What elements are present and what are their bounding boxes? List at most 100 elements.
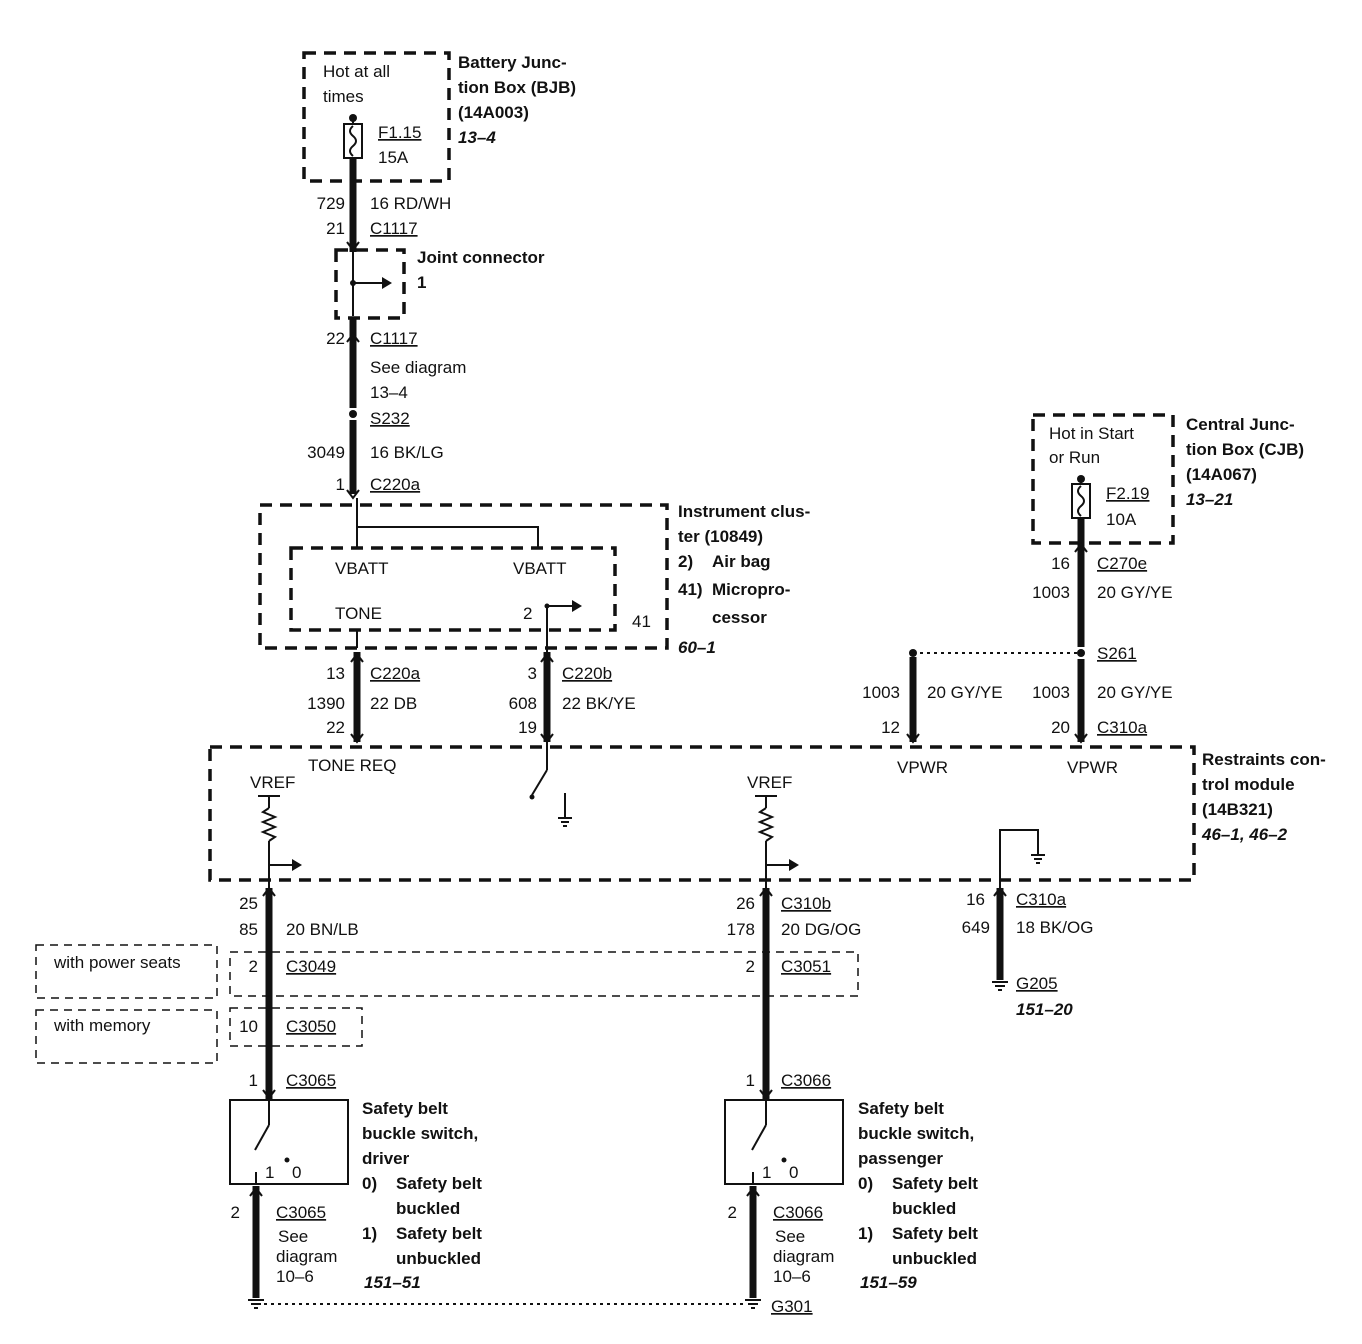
wd-circuit: 85 (239, 920, 258, 939)
cjb-fuse: F2.19 (1106, 484, 1149, 503)
ic-title1: Instrument clus- (678, 502, 810, 521)
rcm-title1: Restraints con- (1202, 750, 1326, 769)
w220b-spec: 22 BK/YE (562, 694, 636, 713)
wp-pin-a: 2 (746, 957, 755, 976)
wt-pin: 13 (326, 664, 345, 683)
power-seats-connector-box (229, 951, 859, 997)
bjb-line2: times (323, 87, 364, 106)
ic-l41b: cessor (712, 608, 767, 627)
wp-conn-c: C3066 (781, 1071, 831, 1090)
ic-l41a: Micropro- (712, 580, 790, 599)
wj-circuit: 3049 (307, 443, 345, 462)
rcm-title3: (14B321) (1202, 800, 1273, 819)
microprocessor-box (289, 546, 617, 632)
wj-pin2: 1 (336, 475, 345, 494)
w729-pin: 21 (326, 219, 345, 238)
wj-conn: C1117 (370, 329, 418, 348)
swp-gnd: G301 (771, 1297, 813, 1316)
bjb-title2: tion Box (BJB) (458, 78, 576, 97)
wp-pin-c: 1 (746, 1071, 755, 1090)
ic-ref: 60–1 (678, 638, 716, 657)
cjb-title3: (14A067) (1186, 465, 1257, 484)
opt-memory: with memory (53, 1016, 151, 1035)
swp-s1b: unbuckled (892, 1249, 977, 1268)
ic-l41n: 41) (678, 580, 703, 599)
swp-t1: Safety belt (858, 1099, 944, 1118)
swd-s1a: Safety belt (396, 1224, 482, 1243)
passenger-switch-contact (751, 1124, 767, 1151)
ic-num41: 41 (632, 612, 651, 631)
cjb-title1: Central Junc- (1186, 415, 1295, 434)
option-power-seats-box (35, 944, 218, 999)
swd-see3: 10–6 (276, 1267, 314, 1286)
w729-spec: 16 RD/WH (370, 194, 451, 213)
cjb-title2: tion Box (CJB) (1186, 440, 1304, 459)
swp-see1: See (775, 1227, 805, 1246)
wcjb-spec: 20 GY/YE (1097, 583, 1173, 602)
ic-vbatt2: VBATT (513, 559, 567, 578)
swp-s1a: Safety belt (892, 1224, 978, 1243)
wg-gnd: G205 (1016, 974, 1058, 993)
bjb-amp: 15A (378, 148, 409, 167)
wg-pin: 16 (966, 890, 985, 909)
wd-conn-c: C3065 (286, 1071, 336, 1090)
wj-pin: 22 (326, 329, 345, 348)
bjb-fuse: F1.15 (378, 123, 421, 142)
wd-conn-b: C3050 (286, 1017, 336, 1036)
swd-conn: C3065 (276, 1203, 326, 1222)
wd-pin-a: 2 (249, 957, 258, 976)
bjb-title3: (14A003) (458, 103, 529, 122)
swp-s1n: 1) (858, 1224, 873, 1243)
wj-see2: 13–4 (370, 383, 408, 402)
joint-num: 1 (417, 273, 426, 292)
passenger-switch-box (724, 1099, 844, 1185)
cjb-amp: 10A (1106, 510, 1137, 529)
w729-circuit: 729 (317, 194, 345, 213)
resistor-1-icon (260, 807, 278, 842)
wg-ref: 151–20 (1016, 1000, 1073, 1019)
wv1-circuit: 1003 (862, 683, 900, 702)
wt-circuit: 1390 (307, 694, 345, 713)
bjb-ref: 13–4 (458, 128, 496, 147)
wg-circuit: 649 (962, 918, 990, 937)
swd-ref: 151–51 (364, 1273, 421, 1292)
ic-l2n: 2) (678, 552, 693, 571)
wj-spec: 16 BK/LG (370, 443, 444, 462)
rcm-ground2-icon (1031, 854, 1045, 864)
wcjb-conn: C270e (1097, 554, 1147, 573)
wcjb-pin: 16 (1051, 554, 1070, 573)
swp-pos0: 0 (789, 1163, 798, 1182)
fuse-f115-icon (343, 123, 363, 159)
joint-title: Joint connector (417, 248, 545, 267)
wcjb-circuit: 1003 (1032, 583, 1070, 602)
driver-switch-box (229, 1099, 349, 1185)
ic-title2: ter (10849) (678, 527, 763, 546)
swp-see3: 10–6 (773, 1267, 811, 1286)
wd-conn-a: C3049 (286, 957, 336, 976)
rcm-vref2: VREF (747, 773, 792, 792)
swd-pos1: 1 (265, 1163, 274, 1182)
wt-pin2: 22 (326, 718, 345, 737)
swd-see1: See (278, 1227, 308, 1246)
swd-t2: buckle switch, (362, 1124, 478, 1143)
splice-s232 (349, 410, 357, 418)
wd-pin: 25 (239, 894, 258, 913)
swd-t1: Safety belt (362, 1099, 448, 1118)
wd-pin-c: 1 (249, 1071, 258, 1090)
cjb-ref: 13–21 (1186, 490, 1233, 509)
wv2-conn: C310a (1097, 718, 1148, 737)
driver-switch-contact (254, 1124, 270, 1151)
cjb-box (1031, 413, 1175, 545)
option-memory-box (35, 1009, 218, 1064)
wg-spec: 18 BK/OG (1016, 918, 1093, 937)
w220b-circuit: 608 (509, 694, 537, 713)
swp-pos1: 1 (762, 1163, 771, 1182)
wj-see1: See diagram (370, 358, 466, 377)
swp-t3: passenger (858, 1149, 943, 1168)
vref1-arrow-icon (292, 859, 302, 871)
wp-conn: C310b (781, 894, 831, 913)
swd-s1b: unbuckled (396, 1249, 481, 1268)
w220b-pin: 3 (528, 664, 537, 683)
wj-conn2: C220a (370, 475, 421, 494)
ic-tone-arrow-icon (572, 600, 582, 612)
